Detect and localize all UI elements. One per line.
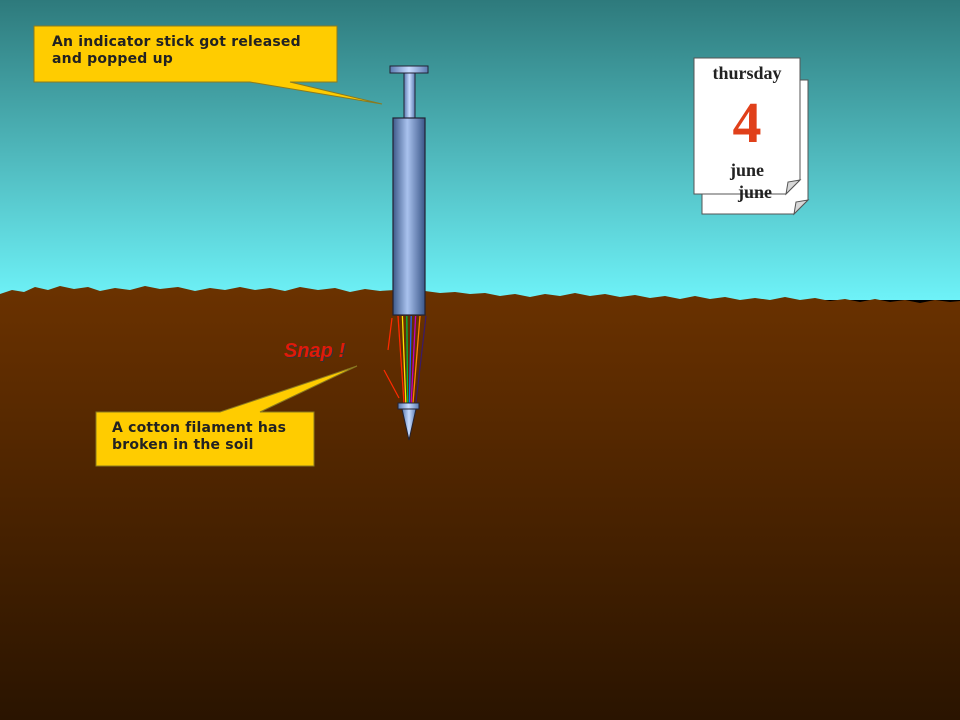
callout-released-bubble bbox=[33, 25, 383, 105]
filament-4 bbox=[410, 315, 417, 404]
filament-3 bbox=[408, 315, 412, 404]
callout-released-text: An indicator stick got released and popp… bbox=[52, 34, 301, 67]
calendar-weekday: thursday bbox=[712, 63, 782, 83]
calendar-front-fold bbox=[785, 179, 802, 196]
tube-body bbox=[392, 117, 426, 316]
snap-label: Snap ! bbox=[284, 340, 346, 362]
indicator-stick bbox=[403, 71, 416, 123]
filament-0 bbox=[397, 315, 405, 404]
filament-2 bbox=[406, 315, 409, 404]
cotton-filaments bbox=[397, 315, 421, 404]
filament-5 bbox=[412, 315, 421, 404]
tube-collar bbox=[397, 402, 420, 410]
callout-broken-bubble bbox=[95, 365, 358, 467]
calendar-back-fold bbox=[793, 199, 810, 216]
soil-spike bbox=[401, 408, 417, 441]
soil bbox=[0, 286, 960, 720]
broken-filament-upper bbox=[387, 317, 393, 351]
callout-broken-text: A cotton filament has broken in the soil bbox=[112, 420, 287, 453]
filament-1 bbox=[401, 315, 407, 404]
calendar-day-number: 4 bbox=[732, 90, 762, 155]
calendar-back-month: june bbox=[737, 182, 772, 202]
broken-filament-lower bbox=[383, 369, 400, 399]
calendar-month: june bbox=[729, 160, 764, 180]
indicator-stick-cap bbox=[389, 65, 429, 74]
outer-filament-right bbox=[415, 315, 427, 403]
